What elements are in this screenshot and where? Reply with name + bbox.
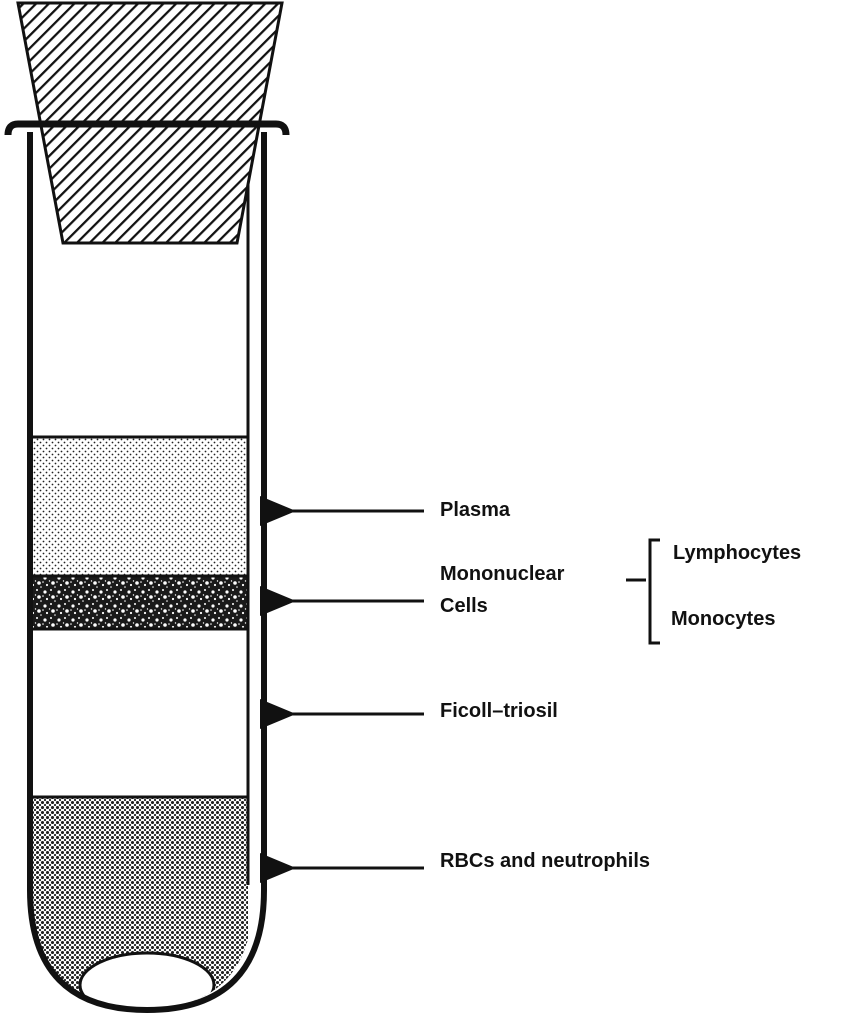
tube-layers <box>26 437 248 1017</box>
mononuclear-bracket <box>626 540 660 643</box>
arrows <box>290 511 424 868</box>
mononuclear-cells-layer <box>26 576 248 629</box>
label-mononuclear-line2: Cells <box>440 595 488 617</box>
label-monocytes: Monocytes <box>671 608 775 630</box>
label-lymphocytes: Lymphocytes <box>673 542 801 564</box>
label-plasma: Plasma <box>440 499 511 521</box>
ficoll-triosil-layer <box>26 629 248 797</box>
label-ficoll-triosil: Ficoll–triosil <box>440 700 558 722</box>
label-rbcs-neutrophils: RBCs and neutrophils <box>440 850 650 872</box>
plasma-layer <box>26 437 248 576</box>
label-mononuclear-line1: Mononuclear <box>440 563 565 585</box>
